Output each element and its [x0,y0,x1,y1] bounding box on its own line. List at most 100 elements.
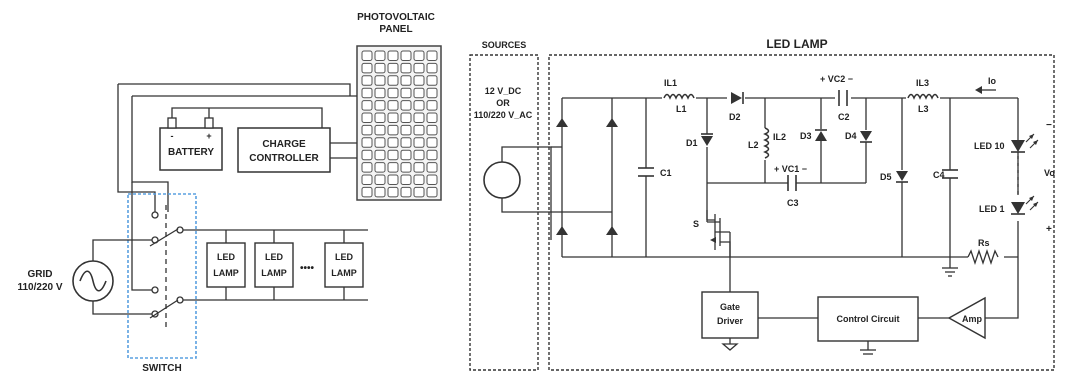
pv-cell [387,124,399,136]
mosfet-switch: S [693,210,731,257]
input-source-symbol [483,161,521,199]
svg-text:LAMP: LAMP [261,268,287,278]
pv-cell [426,62,438,74]
pv-panel-label-line2: PANEL [379,24,412,35]
pv-cell [374,162,386,173]
svg-text:LED: LED [335,252,354,262]
svg-text:Gate: Gate [720,302,740,312]
pv-cell [361,62,373,74]
pv-cell [387,87,399,99]
pv-cell [374,100,386,111]
wire-battery-minus [171,107,323,128]
bridge-rectifier [551,98,618,257]
switch-contacts [149,211,184,319]
svg-text:Amp: Amp [962,314,983,324]
pv-cell [387,62,399,74]
pv-cell [400,75,412,86]
gate-driver-block: Gate Driver [701,291,759,351]
svg-text:LED: LED [265,252,284,262]
pv-cell [400,100,412,111]
svg-text:D1: D1 [686,138,698,148]
svg-text:S: S [693,219,699,229]
battery-label: BATTERY [168,147,214,158]
pv-cell [400,149,412,161]
led-string: LED 10 LED 1 − Vo + [974,98,1055,257]
wire-left-outer [117,84,156,212]
capacitor-c2: + VC2 − C2 [820,74,853,122]
pv-cell [426,162,438,173]
photovoltaic-panel: PHOTOVOLTAIC PANEL [356,12,442,201]
lamp-ellipsis: •••• [300,263,315,274]
pv-cell-grid [361,50,438,198]
source-text-line2: OR [496,98,510,108]
svg-text:C1: C1 [660,168,672,178]
svg-text:+: + [1046,224,1052,235]
svg-text:Vo: Vo [1044,168,1055,178]
battery-minus-label: - [171,131,174,141]
pv-cell [413,162,425,173]
pv-cell [374,62,386,74]
source-text-line1: 12 V_DC [485,86,522,96]
pv-cell [361,162,373,173]
pv-cell [426,149,438,161]
pv-panel-label-line1: PHOTOVOLTAIC [357,12,435,23]
pv-cell [361,174,373,185]
led-lamp-n: LED LAMP [324,230,364,300]
grid-ac-source [72,260,114,302]
grid-label-line1: GRID [28,269,53,280]
svg-text:Driver: Driver [717,316,744,326]
svg-text:L2: L2 [748,140,759,150]
pv-cell [413,149,425,161]
svg-text:Rs: Rs [978,238,990,248]
pv-cell [387,100,399,111]
capacitor-c3: + VC1 − C3 [774,164,866,208]
pv-cell [413,50,425,61]
svg-text:D3: D3 [800,131,812,141]
pv-cell [426,112,438,123]
pv-cell [426,174,438,185]
svg-text:C4: C4 [933,170,945,180]
pv-cell [374,186,386,198]
wire-grid-bottom [92,301,152,315]
pv-cell [400,62,412,74]
svg-text:C2: C2 [838,112,850,122]
svg-text:D2: D2 [729,112,741,122]
pv-cell [361,87,373,99]
pv-cell [413,100,425,111]
output-current-arrow: Io [975,76,997,94]
battery-plus-label: + [206,131,211,141]
diode-d4: D4 [845,98,872,183]
svg-text:IL3: IL3 [916,78,929,88]
pv-cell [400,112,412,123]
pv-cell [400,174,412,185]
pv-cell [387,186,399,198]
pv-cell [426,87,438,99]
pv-cell [400,50,412,61]
led-lamp-box [548,54,1055,371]
diode-d2: D2 [727,92,745,122]
svg-text:+ VC2 −: + VC2 − [820,74,853,84]
pv-cell [361,75,373,86]
svg-text:LED 1: LED 1 [979,204,1005,214]
pv-cell [400,137,412,148]
pv-cell [413,186,425,198]
pv-cell [387,137,399,148]
pv-cell [374,87,386,99]
inductor-l1: IL1 L1 [662,78,696,114]
pv-cell [361,186,373,198]
pv-cell [413,124,425,136]
svg-text:LAMP: LAMP [213,268,239,278]
pv-cell [374,75,386,86]
pv-cell [426,186,438,198]
pv-cell [400,124,412,136]
pv-cell [387,112,399,123]
switch-box [127,193,197,359]
pv-cell [426,124,438,136]
svg-text:−: − [1046,120,1052,131]
diode-d5: D5 [880,98,908,257]
svg-text:C3: C3 [787,198,799,208]
svg-text:LED: LED [217,252,236,262]
svg-text:Io: Io [988,76,997,86]
right-led-driver-diagram: SOURCES 12 V_DC OR 110/220 V_AC LED LAMP [469,37,1055,371]
